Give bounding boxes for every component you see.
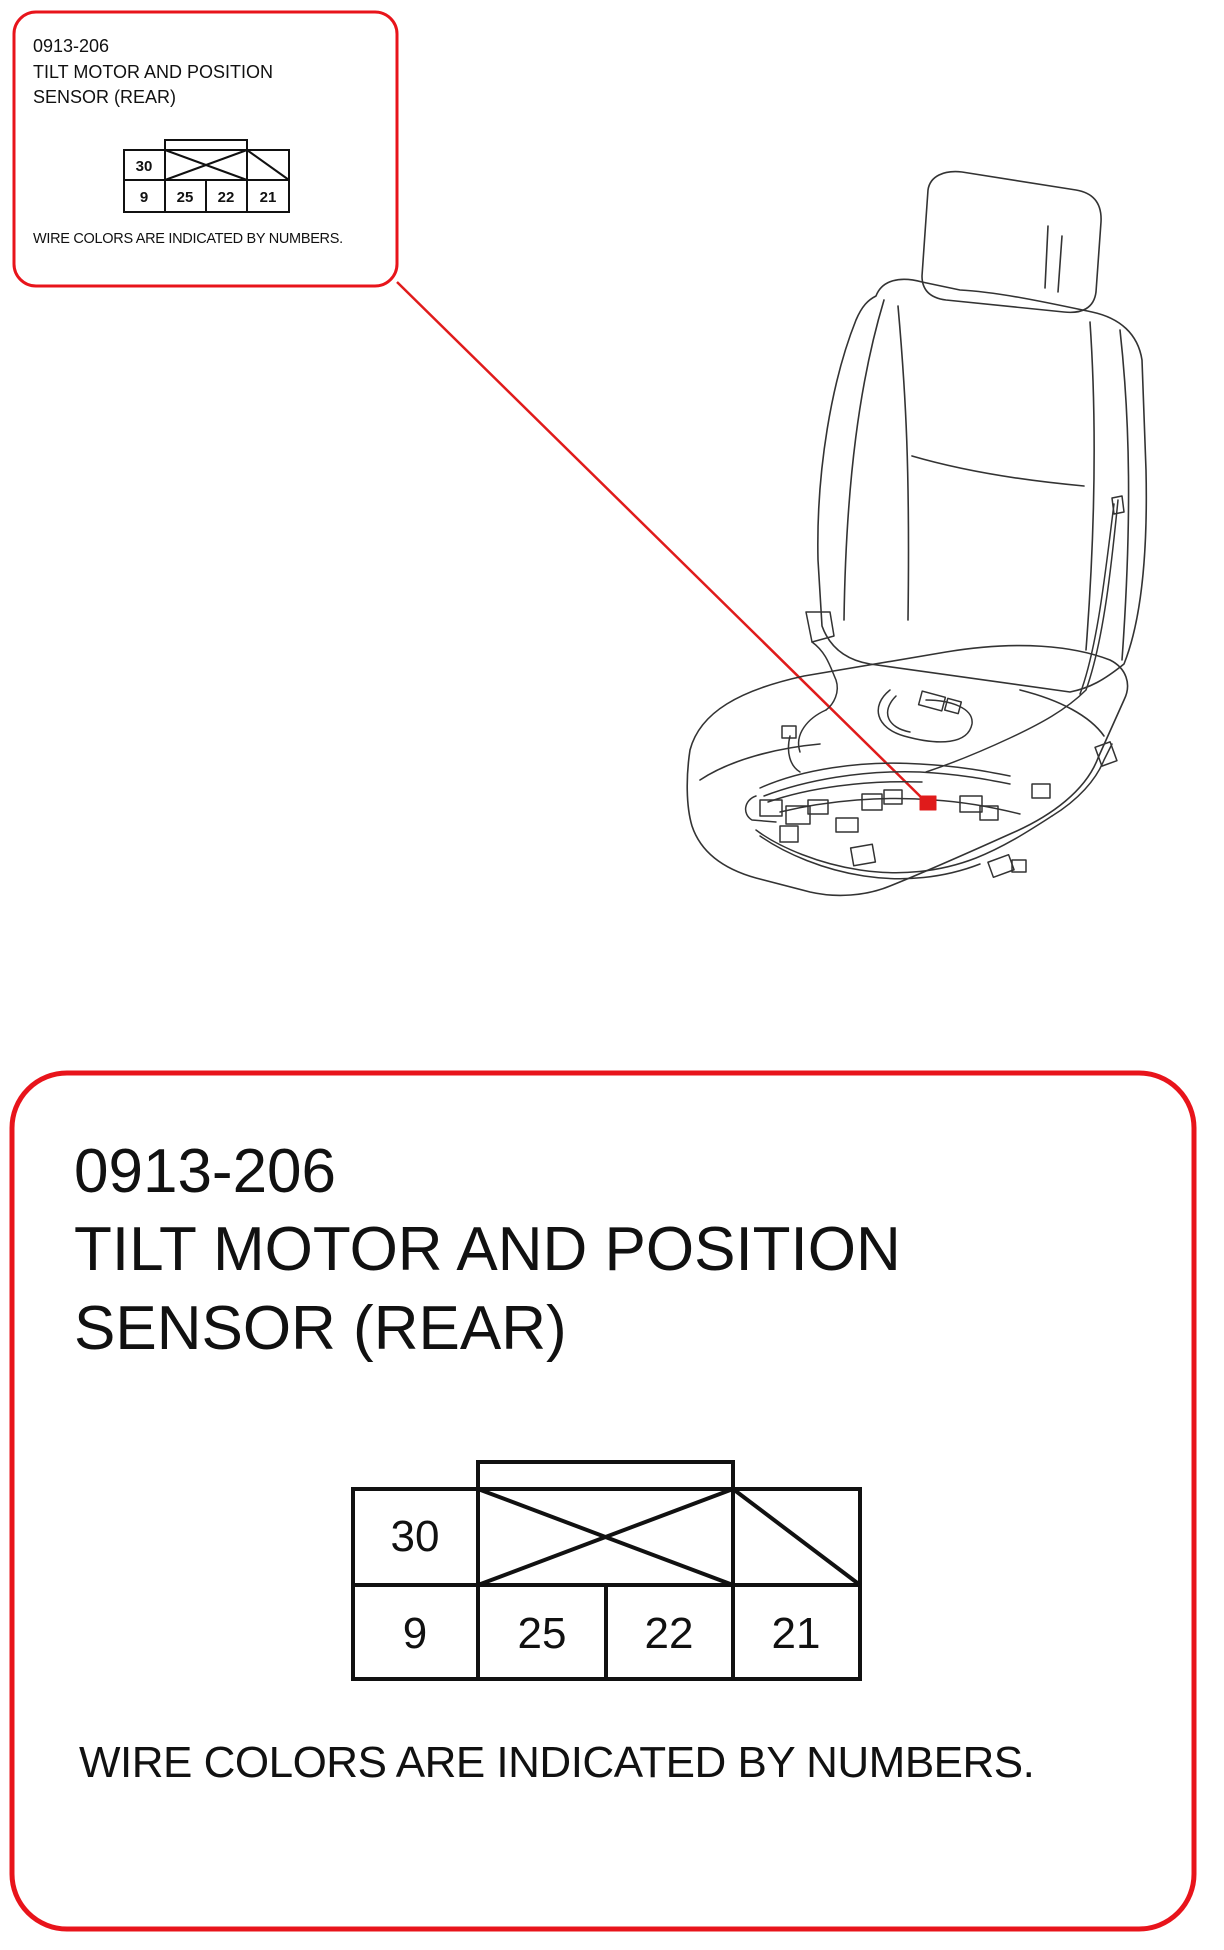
connector-diagram <box>351 1460 862 1681</box>
small-pin-label: 30 <box>136 158 153 175</box>
small-callout: 0913-206 TILT MOTOR AND POSITION SENSOR … <box>12 10 399 288</box>
large-callout-title-line1: TILT MOTOR AND POSITION <box>74 1215 901 1284</box>
small-pin-label: 21 <box>260 189 277 206</box>
connector-pins: 30 9 25 22 21 <box>391 1512 821 1658</box>
small-callout-title-line2: SENSOR (REAR) <box>33 87 176 107</box>
pin-label-bottom-1: 9 <box>403 1609 427 1658</box>
small-pin-label: 25 <box>177 189 194 206</box>
large-callout-border <box>9 1070 1197 1932</box>
seat-illustration <box>686 170 1148 897</box>
small-connector-pins: 30 9 25 22 21 <box>136 158 277 206</box>
small-pin-label: 22 <box>218 189 235 206</box>
pin-label-bottom-4: 21 <box>772 1609 821 1658</box>
seatback <box>817 278 1148 693</box>
small-pin-label: 9 <box>140 189 148 206</box>
small-callout-code: 0913-206 <box>33 36 109 56</box>
seat-cushion <box>686 644 1129 897</box>
large-callout-code: 0913-206 <box>74 1137 336 1206</box>
leader-line <box>396 281 929 805</box>
large-callout-note: WIRE COLORS ARE INDICATED BY NUMBERS. <box>79 1738 1034 1787</box>
pin-label-bottom-3: 22 <box>645 1609 694 1658</box>
small-callout-title-line1: TILT MOTOR AND POSITION <box>33 62 273 82</box>
small-connector-diagram <box>123 139 290 213</box>
small-callout-note: WIRE COLORS ARE INDICATED BY NUMBERS. <box>33 231 343 247</box>
large-callout: 0913-206 TILT MOTOR AND POSITION SENSOR … <box>9 1070 1197 1932</box>
headrest <box>921 170 1102 314</box>
large-callout-title-line2: SENSOR (REAR) <box>74 1294 567 1363</box>
pin-label-bottom-2: 25 <box>518 1609 567 1658</box>
small-callout-border <box>12 10 399 288</box>
highlighted-connector <box>919 795 937 811</box>
pin-label-top-1: 30 <box>391 1512 440 1561</box>
wiring-harness <box>744 495 1125 880</box>
